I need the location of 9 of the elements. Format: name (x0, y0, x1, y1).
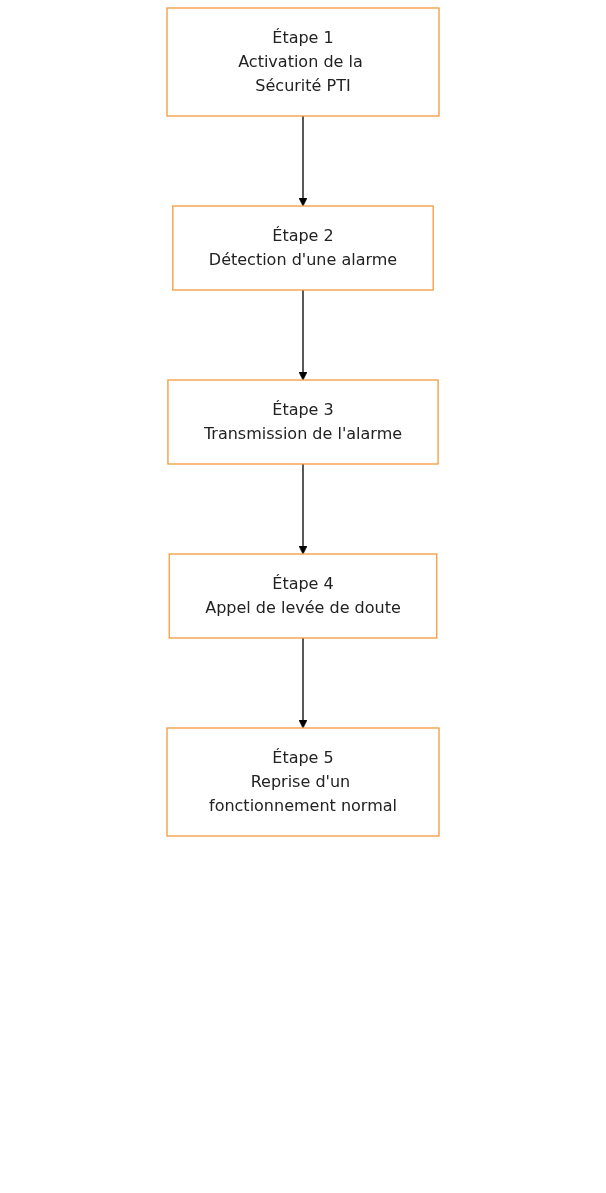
arrow (298, 115, 308, 207)
arrow (298, 289, 308, 381)
node-box: Étape 1 Activation de la Sécurité PTI (166, 7, 440, 117)
node-box: Étape 2 Détection d'une alarme (172, 205, 434, 291)
arrow (298, 637, 308, 729)
node-box: Étape 3 Transmission de l'alarme (167, 379, 439, 465)
arrow (298, 463, 308, 555)
node-box: Étape 4 Appel de levée de doute (168, 553, 438, 639)
node-box: Étape 5 Reprise d'un fonctionnement normal (166, 727, 440, 837)
